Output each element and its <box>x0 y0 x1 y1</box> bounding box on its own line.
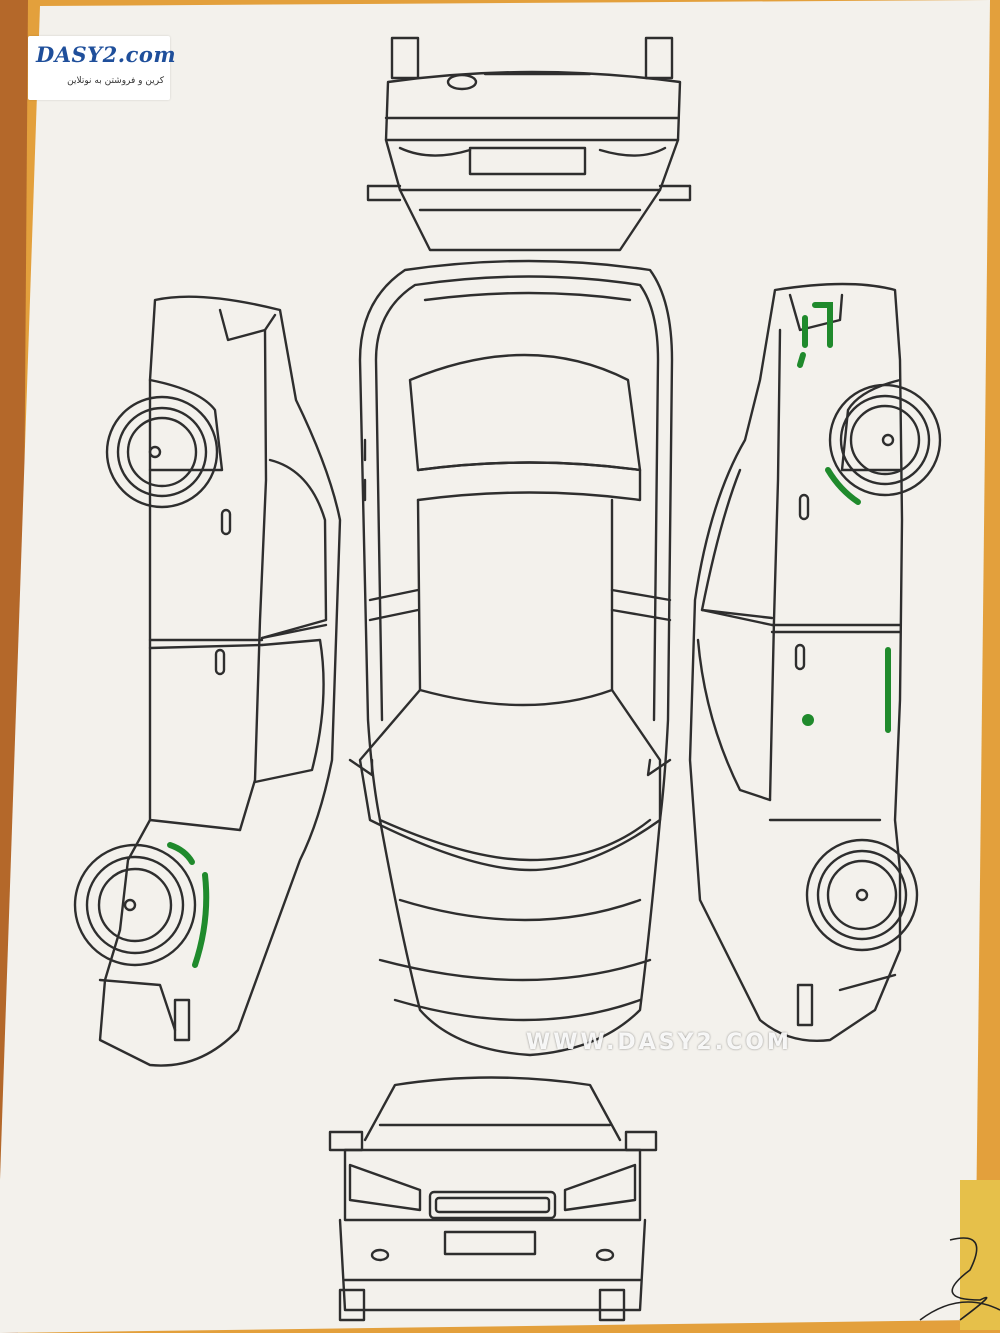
damage-mark-left-1 <box>167 842 195 865</box>
top-view <box>348 259 674 1057</box>
damage-mark-left-2 <box>192 872 210 968</box>
rear-view <box>366 36 692 252</box>
logo-brand-text: DASY2.com <box>36 42 177 67</box>
signature-scribble <box>919 1237 1000 1321</box>
site-logo[interactable]: DASY2.com کرین و فروشتن به نوتلاین <box>28 36 176 100</box>
damage-mark-right-2 <box>825 467 861 505</box>
damage-mark-right-1 <box>797 302 833 368</box>
front-view <box>328 1076 658 1322</box>
damage-mark-right-4 <box>802 714 814 726</box>
logo-tagline: کرین و فروشتن به نوتلاین <box>67 76 164 86</box>
right-side-view <box>688 282 942 1042</box>
watermark-text: WWW.DASY2.COM <box>526 1030 792 1055</box>
left-side-view <box>73 295 342 1067</box>
